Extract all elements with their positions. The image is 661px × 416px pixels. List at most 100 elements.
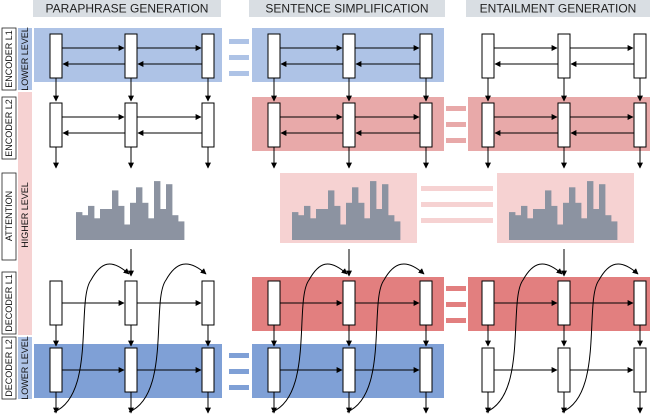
- rnn-cell-encoder-l1-para: [201, 33, 215, 79]
- equals-bar: [446, 286, 466, 291]
- attention-bar-ent: [557, 224, 564, 240]
- rnn-cell-encoder-l2-simp: [419, 102, 433, 148]
- attention-bar-simp: [382, 184, 389, 240]
- rnn-cell-encoder-l2-ent: [557, 102, 571, 148]
- label-encoder-l2: ENCODER L2: [4, 99, 14, 157]
- attention-bar-para: [178, 221, 185, 240]
- rnn-cell-encoder-l2-simp: [342, 102, 356, 148]
- attention-bar-simp: [352, 187, 359, 240]
- rnn-cell-decoder-l1-ent: [633, 280, 647, 326]
- attention-bar-simp: [322, 209, 329, 240]
- rnn-cell-encoder-l1-ent: [557, 33, 571, 79]
- header-entailment-generation: ENTAILMENT GENERATION: [480, 2, 637, 16]
- attention-histograms: [76, 181, 618, 240]
- rnn-cell-decoder-l1-ent: [481, 280, 495, 326]
- equals-bar: [229, 385, 249, 390]
- label-lower-level-top: LOWER LEVEL: [20, 27, 30, 91]
- header-bg-paraphrase: [33, 0, 221, 17]
- rnn-cell-decoder-l1-para: [201, 280, 215, 326]
- attention-bar-para: [130, 202, 137, 240]
- label-box-decoder-l2: [1, 336, 17, 400]
- attention-bar-para: [148, 218, 155, 240]
- rnn-cell-encoder-l2-ent: [481, 102, 495, 148]
- label-box-encoder-l1: [1, 27, 17, 91]
- label-decoder-l1: DECODER L1: [4, 274, 14, 332]
- rnn-cell-encoder-l2-simp: [267, 102, 281, 148]
- rnn-cell-decoder-l1-para: [49, 280, 63, 326]
- attention-bar-ent: [509, 212, 516, 240]
- lower-level-band-top: [18, 28, 32, 90]
- equals-bar: [229, 369, 249, 374]
- rnn-cell-decoder-l1-simp: [419, 280, 433, 326]
- row-labels: LOWER LEVEL HIGHER LEVEL LOWER LEVEL ENC…: [1, 27, 32, 400]
- equals-bar: [446, 302, 466, 307]
- rnn-cell-decoder-l2-para: [201, 347, 215, 393]
- equals-bar: [446, 122, 466, 127]
- attention-bar-simp: [394, 221, 401, 240]
- attention-bar-ent: [593, 209, 600, 240]
- rnn-cell-encoder-l1-simp: [342, 33, 356, 79]
- attention-bar-ent: [569, 187, 576, 240]
- label-box-attention: [1, 172, 17, 261]
- column-headers: PARAPHRASE GENERATION SENTENCE SIMPLIFIC…: [33, 0, 650, 17]
- attention-bar-para: [88, 205, 95, 240]
- attention-bar-ent: [527, 218, 534, 240]
- label-attention: ATTENTION: [4, 191, 14, 241]
- sharing-connectors: [229, 39, 493, 390]
- attention-bar-para: [172, 215, 179, 240]
- attention-bar-para: [82, 215, 89, 240]
- rnn-cell-decoder-l2-ent: [481, 347, 495, 393]
- attention-bar-ent: [515, 215, 522, 240]
- attention-bar-para: [94, 218, 101, 240]
- rnn-cell-decoder-l2-simp: [342, 347, 356, 393]
- equals-bar: [229, 71, 249, 76]
- equals-bar: [421, 186, 493, 191]
- rnn-cells: [49, 33, 647, 414]
- label-encoder-l1: ENCODER L1: [4, 30, 14, 88]
- header-bg-simplification: [249, 0, 445, 17]
- attention-bar-para: [106, 209, 113, 240]
- attention-bar-simp: [376, 209, 383, 240]
- attention-bar-simp: [292, 212, 299, 240]
- attention-bar-simp: [316, 209, 323, 240]
- rnn-cell-encoder-l2-ent: [633, 102, 647, 148]
- attention-bar-simp: [358, 202, 365, 240]
- label-higher-level: HIGHER LEVEL: [20, 182, 30, 248]
- attention-bar-ent: [575, 202, 582, 240]
- attention-bar-para: [100, 209, 107, 240]
- header-bg-entailment: [466, 0, 650, 17]
- rnn-cell-encoder-l1-para: [49, 33, 63, 79]
- rnn-cell-decoder-l1-simp: [267, 280, 281, 326]
- rnn-cell-encoder-l1-simp: [267, 33, 281, 79]
- attention-bar-ent: [545, 190, 552, 240]
- attention-bar-ent: [563, 202, 570, 240]
- shared-bands: [34, 28, 650, 398]
- attention-bar-ent: [599, 184, 606, 240]
- rnn-cell-decoder-l1-simp: [342, 280, 356, 326]
- label-decoder-l2: DECODER L2: [4, 339, 14, 397]
- attention-bar-ent: [533, 209, 540, 240]
- attention-bar-ent: [551, 205, 558, 240]
- header-sentence-simplification: SENTENCE SIMPLIFICATION: [265, 2, 428, 16]
- equals-bar: [229, 39, 249, 44]
- attention-bar-simp: [340, 224, 347, 240]
- label-box-decoder-l1: [1, 271, 17, 335]
- attention-bar-para: [142, 202, 149, 240]
- feedback-arrow: [53, 263, 130, 413]
- rnn-cell-encoder-l2-para: [201, 102, 215, 148]
- attention-bar-ent: [521, 205, 528, 240]
- attention-bar-simp: [310, 218, 317, 240]
- rnn-cell-decoder-l1-ent: [557, 280, 571, 326]
- rnn-cell-decoder-l2-para: [49, 347, 63, 393]
- rnn-cell-decoder-l2-simp: [267, 347, 281, 393]
- higher-level-band: [18, 92, 32, 335]
- rnn-cell-encoder-l1-para: [124, 33, 138, 79]
- feedback-arrow: [346, 263, 425, 413]
- lower-level-band-bottom: [18, 337, 32, 399]
- attention-bar-simp: [328, 190, 335, 240]
- attention-bar-para: [76, 212, 83, 240]
- attention-bar-simp: [334, 205, 341, 240]
- attention-bar-simp: [388, 215, 395, 240]
- attention-bar-para: [166, 184, 173, 240]
- equals-bar: [446, 106, 466, 111]
